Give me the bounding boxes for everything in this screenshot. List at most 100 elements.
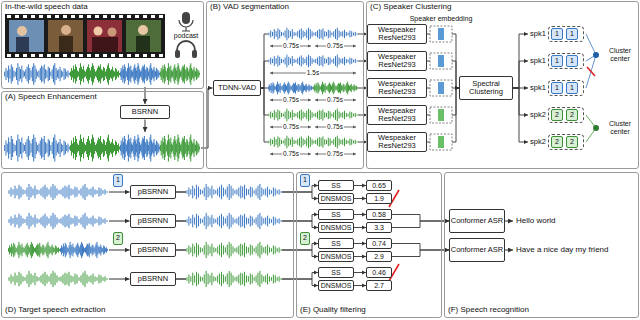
connector bbox=[392, 244, 449, 251]
connector bbox=[354, 214, 366, 215]
node-label: Wespeaker ResNet293 bbox=[368, 26, 426, 42]
duration-label-text: 0.75s bbox=[282, 150, 300, 157]
node-label: 1 bbox=[570, 30, 574, 37]
speaker-label: spk2 bbox=[530, 138, 546, 146]
score-box: 0.46 bbox=[366, 267, 392, 278]
node-label: 1 bbox=[555, 30, 559, 37]
node-label: Spectral Clustering bbox=[460, 80, 512, 96]
cluster-group: spk111 bbox=[528, 53, 586, 69]
node-label: 1 bbox=[303, 176, 307, 183]
cluster-member: 2 bbox=[566, 136, 578, 148]
stage-panel: (A) Speech EnhancementBSRNN bbox=[1, 91, 204, 169]
connector bbox=[513, 34, 528, 88]
node-label: TDNN-VAD bbox=[218, 84, 256, 92]
node-label: 0.74 bbox=[372, 240, 386, 247]
panel-heading: (A) Speech Enhancement bbox=[5, 93, 97, 102]
node-label: SS bbox=[331, 211, 340, 218]
duration-label: 0.75s bbox=[282, 123, 300, 130]
node-label: pBSRNN bbox=[138, 188, 168, 196]
node-label: 1 bbox=[570, 57, 574, 64]
cluster-group: spk1 11 bbox=[528, 80, 586, 96]
panel-heading: (B) VAD segmentation bbox=[210, 3, 289, 12]
speaker-label: spk1 bbox=[530, 84, 546, 92]
stage-panel: (E) Quality filtering12SS0.65DNSMOS1.9SS… bbox=[296, 172, 442, 318]
model-box: BSRNN bbox=[120, 105, 170, 119]
duration-label: 0.75s bbox=[282, 150, 300, 157]
metric-box: DNSMOS bbox=[318, 193, 354, 204]
model-box: Conformer ASR bbox=[449, 209, 505, 233]
metric-box: SS bbox=[318, 209, 354, 220]
model-box: Conformer ASR bbox=[449, 238, 505, 262]
model-box: Wespeaker ResNet293 bbox=[367, 132, 427, 152]
model-box: Wespeaker ResNet293 bbox=[367, 51, 427, 71]
cluster-member: 1 bbox=[566, 28, 578, 40]
metric-box: SS bbox=[318, 180, 354, 191]
speaker-tag: 1 bbox=[113, 174, 123, 187]
model-box: pBSRNN bbox=[130, 243, 176, 257]
speaker-label: spk1 bbox=[530, 30, 546, 38]
score-box: 0.74 bbox=[366, 238, 392, 249]
metric-box: DNSMOS bbox=[318, 222, 354, 233]
panel-heading: (D) Target speech extraction bbox=[5, 306, 105, 315]
speaker-label: spk2 bbox=[530, 111, 546, 119]
duration-label-text: 0.75s bbox=[282, 42, 300, 49]
node-label: 1.9 bbox=[374, 195, 384, 202]
transcript: Hello world bbox=[516, 217, 556, 226]
connector bbox=[392, 250, 449, 257]
connector bbox=[513, 61, 528, 88]
transcript-text: Have a nice day my friend bbox=[516, 245, 609, 254]
connector bbox=[261, 34, 367, 88]
icon-caption-text: podcast bbox=[174, 32, 199, 39]
node-label: 0.65 bbox=[372, 182, 386, 189]
speaker-tag: 2 bbox=[300, 232, 310, 245]
duration-label-text: 0.75s bbox=[326, 123, 344, 130]
duration-label-text: 0.75s bbox=[282, 123, 300, 130]
metric-box: SS bbox=[318, 267, 354, 278]
connector bbox=[392, 215, 449, 222]
duration-label-text: 0.75s bbox=[326, 150, 344, 157]
duration-label-text: 0.75s bbox=[326, 42, 344, 49]
model-box: pBSRNN bbox=[130, 214, 176, 228]
duration-label: 0.75s bbox=[282, 42, 300, 49]
cluster-member: 1 bbox=[551, 82, 563, 94]
node-label: Conformer ASR bbox=[451, 246, 504, 254]
score-box: 2.9 bbox=[366, 251, 392, 262]
connector bbox=[354, 285, 366, 286]
node-label: SS bbox=[331, 240, 340, 247]
node-label: DNSMOS bbox=[321, 224, 352, 231]
node-label: 2.7 bbox=[374, 282, 384, 289]
metric-box: DNSMOS bbox=[318, 280, 354, 291]
node-label: 1 bbox=[555, 84, 559, 91]
model-box: Wespeaker ResNet293 bbox=[367, 24, 427, 44]
node-label: DNSMOS bbox=[321, 282, 352, 289]
duration-label: 0.75s bbox=[326, 96, 344, 103]
node-label: Conformer ASR bbox=[451, 217, 504, 225]
cluster-member: 2 bbox=[566, 109, 578, 121]
cluster-member: 1 bbox=[566, 82, 578, 94]
node-label: 2 bbox=[555, 138, 559, 145]
metric-box: DNSMOS bbox=[318, 251, 354, 262]
metric-box: SS bbox=[318, 238, 354, 249]
score-box: 1.9 bbox=[366, 193, 392, 204]
node-label: Wespeaker ResNet293 bbox=[368, 53, 426, 69]
model-box: pBSRNN bbox=[130, 185, 176, 199]
connector bbox=[261, 88, 367, 142]
node-label: 0.46 bbox=[372, 269, 386, 276]
model-box: pBSRNN bbox=[130, 272, 176, 286]
node-label: 2 bbox=[303, 234, 307, 241]
score-box: 0.58 bbox=[366, 209, 392, 220]
node-label: DNSMOS bbox=[321, 253, 352, 260]
duration-label: 0.75s bbox=[282, 96, 300, 103]
node-label: 2 bbox=[570, 138, 574, 145]
node-label: pBSRNN bbox=[138, 275, 168, 283]
connector bbox=[354, 272, 366, 273]
cluster-member: 1 bbox=[551, 28, 563, 40]
node-label: 1 bbox=[116, 176, 120, 183]
connector bbox=[354, 243, 366, 244]
duration-label: 0.75s bbox=[326, 42, 344, 49]
stage-panel: (D) Target speech extraction12pBSRNNpBSR… bbox=[1, 172, 294, 318]
node-label: SS bbox=[331, 182, 340, 189]
annotation-text: Cluster center bbox=[609, 120, 631, 135]
model-box: Spectral Clustering bbox=[459, 76, 513, 100]
